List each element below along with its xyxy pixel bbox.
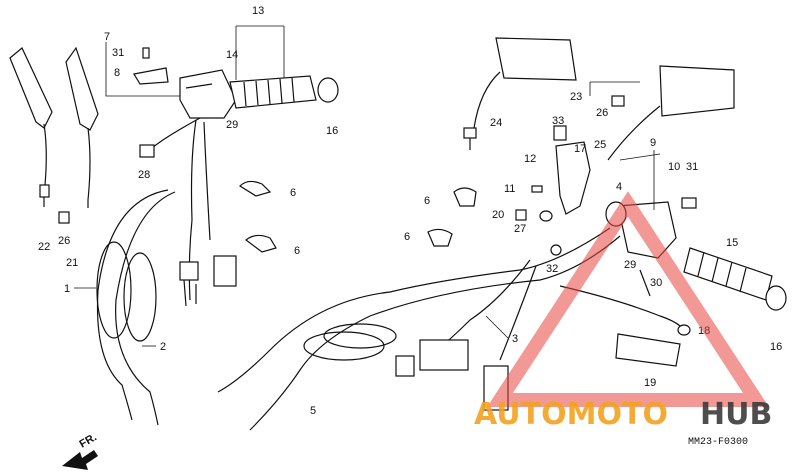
watermark-triangle — [487, 191, 769, 407]
front-label: FR. — [78, 431, 99, 450]
part-label: 24 — [490, 117, 502, 129]
front-brake-bracket — [553, 125, 591, 215]
part-label: 27 — [514, 223, 526, 235]
part-label: 29 — [624, 259, 636, 271]
diagram-code: MM23-F0300 — [688, 437, 748, 448]
grip-19 — [615, 333, 681, 367]
clamps-6-right — [427, 187, 477, 247]
part-label: 31 — [112, 47, 124, 59]
part-label: 32 — [546, 263, 558, 275]
part-label: 3 — [512, 333, 518, 345]
part-label: 6 — [424, 195, 430, 207]
part-label: 10 — [668, 161, 680, 173]
part-label: 17 — [574, 143, 586, 155]
mirror-nut — [58, 211, 70, 224]
part-label: 2 — [160, 341, 166, 353]
part-label: 11 — [504, 183, 515, 195]
clutch-cable — [217, 227, 621, 431]
part-label: 1 — [64, 283, 70, 295]
part-label: 26 — [596, 107, 608, 119]
part-number-labels: 1 2 3 4 5 6 6 6 6 7 8 9 10 11 12 13 14 1… — [38, 5, 782, 417]
part-label: 6 — [404, 231, 410, 243]
part-label: 28 — [138, 169, 150, 181]
part-label: 5 — [310, 405, 316, 417]
watermark-text: AUTOMOTO HUB — [474, 397, 772, 432]
part-label: 4 — [616, 181, 622, 193]
part-label: 6 — [294, 245, 300, 257]
part-label: 30 — [650, 277, 662, 289]
watermark-brand-part1: AUTOMOTO — [474, 397, 668, 432]
left-switch-housing — [139, 69, 237, 158]
part-label: 14 — [226, 49, 238, 61]
part-label: 25 — [594, 139, 606, 151]
part-label: 19 — [644, 377, 656, 389]
small-fasteners — [515, 185, 697, 297]
part-label: 33 — [552, 115, 564, 127]
part-label: 6 — [290, 187, 296, 199]
part-label: 9 — [650, 137, 656, 149]
right-grip — [683, 247, 787, 311]
part-label: 23 — [570, 91, 582, 103]
part-label: 15 — [726, 237, 738, 249]
part-label: 16 — [326, 125, 338, 137]
part-label: 12 — [524, 153, 536, 165]
part-label: 8 — [114, 67, 120, 79]
leader-lines — [74, 25, 661, 347]
part-label: 7 — [104, 31, 110, 43]
cable-18 — [559, 285, 691, 336]
part-label: 21 — [66, 257, 78, 269]
left-mirror-a — [9, 47, 53, 207]
part-label: 31 — [686, 161, 698, 173]
part-label: 13 — [252, 5, 264, 17]
part-label: 26 — [58, 235, 70, 247]
watermark-logo — [487, 191, 769, 407]
part-label: 29 — [226, 119, 238, 131]
part-label: 20 — [492, 209, 504, 221]
throttle-grip — [229, 75, 339, 109]
clamps-6-left — [239, 180, 277, 253]
part-label: 16 — [770, 341, 782, 353]
part-label: 22 — [38, 241, 50, 253]
right-mirror-b — [607, 65, 735, 161]
left-mirror-b — [65, 46, 99, 208]
left-wiring-harness — [179, 119, 237, 307]
front-direction-indicator: FR. — [62, 431, 99, 470]
bracket-8 — [133, 47, 169, 85]
watermark-brand-part2: HUB — [700, 397, 772, 432]
right-mirror-a — [463, 37, 577, 150]
throttle-cables — [96, 189, 176, 426]
